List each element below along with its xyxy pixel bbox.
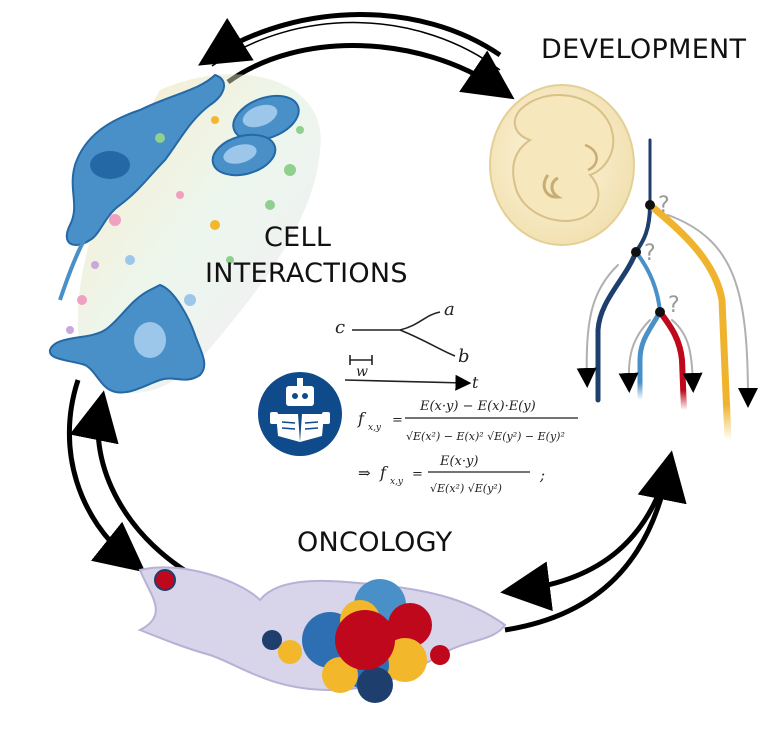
robot-reading-book-icon	[258, 372, 342, 456]
svg-text:√E(x²) √E(y²): √E(x²) √E(y²)	[430, 482, 502, 495]
lineage-node-1	[645, 200, 655, 210]
svg-text:E(x·y) − E(x)·E(y): E(x·y) − E(x)·E(y)	[419, 399, 536, 414]
tumor-illustration	[137, 566, 507, 703]
svg-text:E(x·y): E(x·y)	[439, 454, 478, 469]
timeline-sketch	[344, 311, 472, 391]
svg-text:x,y: x,y	[368, 423, 382, 433]
cell-interactions-illustration	[48, 73, 321, 394]
cycle-arrow-right	[500, 450, 687, 633]
question-mark-1: ?	[658, 193, 670, 218]
lineage-tree	[576, 138, 758, 444]
svg-text:=: =	[412, 467, 423, 482]
lineage-node-2	[631, 247, 641, 257]
label-oncology: ONCOLOGY	[297, 527, 453, 558]
svg-text:x,y: x,y	[390, 477, 404, 487]
correlation-formula-2: ⇒ f x,y = E(x·y) √E(x²) √E(y²) ;	[358, 454, 545, 495]
question-mark-2: ?	[644, 241, 656, 266]
label-cell: CELL	[264, 222, 332, 253]
cycle-arrow-left	[66, 379, 212, 588]
svg-text:f: f	[357, 409, 367, 428]
symbol-c: c	[335, 317, 345, 338]
lineage-node-3	[655, 307, 665, 317]
svg-text:f: f	[379, 463, 389, 482]
correlation-formula-1: f x,y = E(x·y) − E(x)·E(y) √E(x²) − E(x)…	[357, 399, 578, 443]
svg-text:√E(x²) − E(x)² √E(y²) − E(y)²: √E(x²) − E(x)² √E(y²) − E(y)²	[406, 430, 565, 443]
symbol-b: b	[458, 346, 470, 367]
question-mark-3: ?	[668, 293, 680, 318]
svg-text:;: ;	[539, 466, 545, 484]
svg-text:=: =	[392, 413, 403, 428]
symbol-t: t	[472, 373, 479, 392]
embryo-illustration	[489, 84, 635, 246]
label-interactions: INTERACTIONS	[205, 258, 408, 289]
cycle-arrow-top	[198, 12, 515, 100]
symbol-w: w	[356, 364, 368, 380]
svg-text:⇒: ⇒	[358, 464, 371, 482]
label-development: DEVELOPMENT	[541, 34, 747, 65]
symbol-a: a	[444, 299, 455, 320]
